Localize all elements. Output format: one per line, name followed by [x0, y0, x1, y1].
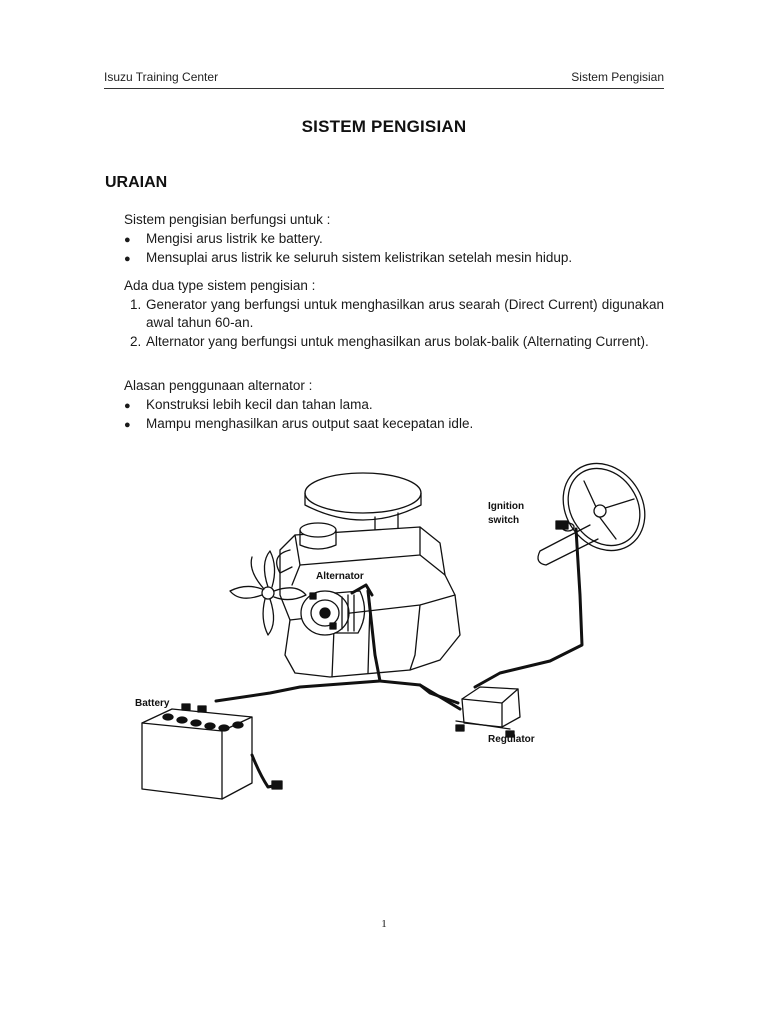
page-title: SISTEM PENGISIAN: [301, 117, 467, 136]
bullet-icon: ●: [124, 253, 131, 265]
ignition-switch-icon: [537, 520, 599, 566]
bullet-icon: ●: [124, 399, 131, 412]
intro-lead: Sistem pengisian berfungsi untuk :: [124, 212, 331, 227]
steering-wheel-icon: [562, 462, 646, 552]
list-item: 1. Generator yang berfungsi untuk mengha…: [124, 296, 664, 333]
item-number: 2.: [130, 333, 142, 349]
bullet-icon: ●: [124, 419, 131, 431]
section-heading: URAIAN: [105, 174, 168, 191]
list-item: ● Mengisi arus listrik ke battery.: [124, 230, 664, 250]
battery-icon: [141, 703, 253, 800]
types-lead: Ada dua type sistem pengisian :: [124, 278, 316, 293]
label-ignition: Ignition: [488, 501, 524, 512]
diagram-svg: Ignition switch Alternator Battery Regul…: [135, 462, 646, 800]
bullet-text: Mampu menghasilkan arus output saat kece…: [146, 416, 474, 431]
list-item: 2. Alternator yang berfungsi untuk mengh…: [124, 333, 664, 352]
intro-block: Sistem pengisian berfungsi untuk : ● Men…: [124, 211, 664, 269]
bullet-text: Mengisi arus listrik ke battery.: [146, 230, 323, 246]
label-regulator: Regulator: [488, 734, 535, 745]
page-header: Isuzu Training Center Sistem Pengisian: [104, 70, 664, 89]
label-alternator: Alternator: [316, 571, 364, 582]
alternator-icon: [300, 590, 366, 636]
item-number: 1.: [130, 296, 142, 312]
item-text: Alternator yang berfungsi untuk menghasi…: [146, 333, 649, 349]
item-text: Generator yang berfungsi untuk menghasil…: [146, 296, 664, 331]
types-block: Ada dua type sistem pengisian : 1. Gener…: [124, 277, 664, 351]
reasons-block: Alasan penggunaan alternator : ● Konstru…: [124, 377, 664, 435]
label-switch: switch: [488, 515, 519, 526]
list-item: ● Mampu menghasilkan arus output saat ke…: [124, 415, 664, 435]
bullet-text: Mensuplai arus listrik ke seluruh sistem…: [146, 250, 573, 265]
charging-system-diagram: Ignition switch Alternator Battery Regul…: [120, 455, 660, 815]
bullet-text: Konstruksi lebih kecil dan tahan lama.: [146, 396, 373, 412]
reasons-lead: Alasan penggunaan alternator :: [124, 378, 313, 393]
bullet-icon: ●: [124, 233, 131, 246]
header-right: Sistem Pengisian: [571, 70, 664, 84]
list-item: ● Konstruksi lebih kecil dan tahan lama.: [124, 396, 664, 416]
regulator-icon: [455, 686, 521, 738]
fan-icon: [229, 550, 307, 636]
list-item: ● Mensuplai arus listrik ke seluruh sist…: [124, 249, 664, 269]
page-number: 1: [381, 918, 387, 930]
label-battery: Battery: [135, 698, 170, 709]
header-left: Isuzu Training Center: [104, 70, 219, 84]
wiring-harness: [214, 527, 584, 789]
